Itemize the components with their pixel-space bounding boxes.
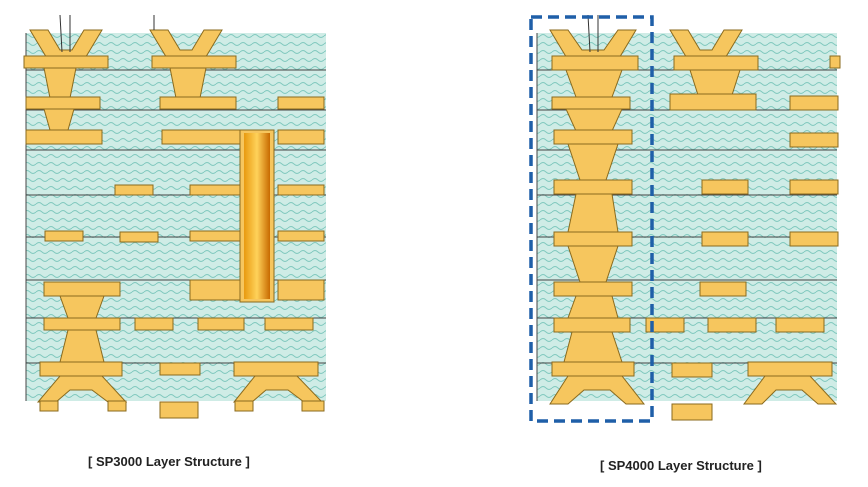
sp3000-lead-lines bbox=[59, 14, 155, 53]
sp3000-structure bbox=[23, 14, 326, 419]
sp4000-lead-lines bbox=[587, 14, 599, 53]
sp3000-copper bbox=[23, 29, 325, 419]
sp4000-caption: [ SP4000 Layer Structure ] bbox=[600, 458, 762, 473]
sp4000-structure bbox=[529, 14, 841, 423]
sp4000-highlight-box bbox=[529, 15, 654, 423]
sp3000-caption: [ SP3000 Layer Structure ] bbox=[88, 454, 250, 469]
sp3000-through-hole-via bbox=[239, 129, 275, 303]
sp4000-copper bbox=[549, 29, 841, 421]
